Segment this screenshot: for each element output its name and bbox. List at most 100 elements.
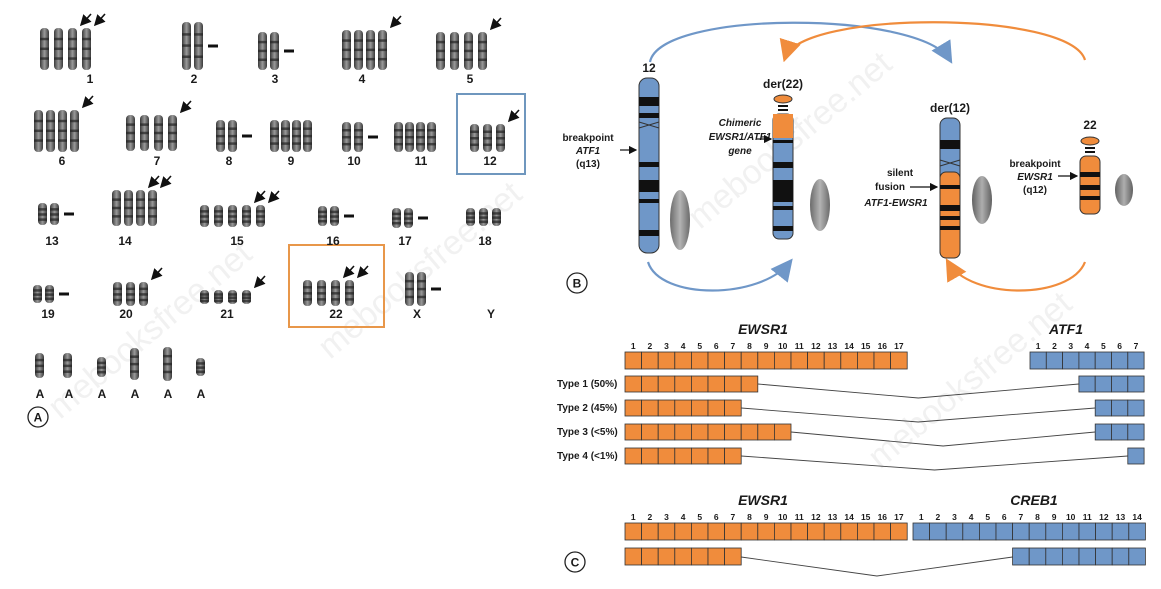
splice-junction <box>741 455 1128 471</box>
chromosome-band <box>200 220 209 223</box>
chromosome-band <box>196 370 205 374</box>
fusion-ewsr1-exon <box>674 375 692 393</box>
ewsr1-exon-number: 15 <box>861 512 871 522</box>
chromosome-band <box>214 293 223 296</box>
chromosome-band <box>50 218 59 221</box>
silent-line1: silent <box>887 168 914 179</box>
chromosome-band <box>63 358 72 362</box>
chromosome-band <box>354 135 363 139</box>
fusion-atf1-exon <box>1094 423 1112 441</box>
chromosome-band <box>228 220 237 223</box>
fusion-ewsr1-exon <box>657 447 676 465</box>
ewsr1-exon <box>657 351 676 370</box>
fusion-ewsr1-exon <box>707 423 726 441</box>
ewsr1-exon <box>823 522 842 541</box>
chromosome-band <box>417 287 426 291</box>
ewsr1-exon-number: 9 <box>764 512 769 522</box>
chromosome-band <box>270 40 279 44</box>
arrow-12-to-der22 <box>646 258 793 292</box>
chromosome-band <box>479 212 488 215</box>
ewsr1-exon-number: 14 <box>844 512 854 522</box>
creb1-exon <box>945 522 964 541</box>
chromosome-band <box>345 298 354 301</box>
chromosome-band <box>270 127 279 130</box>
ewsr1-exon <box>624 522 643 541</box>
chimeric-gene-label: Chimeric EWSR1/ATF1 gene <box>709 118 773 157</box>
chromosome-band <box>35 364 44 368</box>
chromosome-band <box>97 361 106 365</box>
chromosome-band <box>270 134 279 138</box>
chr-label-9: 9 <box>288 154 295 168</box>
chromosome-band <box>130 370 139 373</box>
chromosome-band <box>148 198 157 201</box>
creb1-exon <box>1045 522 1063 541</box>
chromosome-band <box>163 362 172 366</box>
fusion-creb1-exon <box>1062 547 1080 566</box>
chromosome-band <box>139 287 148 291</box>
fusion-ewsr1-exon <box>691 547 709 566</box>
chromosome-band <box>405 142 414 146</box>
bp-atf1-line1: breakpoint <box>562 133 614 144</box>
ewsr1-exon <box>641 351 659 370</box>
abnormality-arrow <box>179 100 192 114</box>
fusion-ewsr1-exon <box>724 423 742 441</box>
chromosome-band <box>416 142 425 146</box>
chromosome-band <box>270 58 279 62</box>
chromosome-band <box>292 134 301 138</box>
fusion-ewsr1-exon <box>624 547 643 566</box>
chromosome-band <box>46 139 55 142</box>
chromosome-band <box>38 213 47 216</box>
chromosome-band <box>478 49 487 53</box>
chromosome-band <box>366 39 375 42</box>
chromosome-band <box>242 215 251 218</box>
chromosome-band <box>168 131 177 135</box>
panel-a-letter: A <box>34 411 43 425</box>
chromosome-band <box>163 370 172 374</box>
exon-schematic-panel: EWSR1 ATF1 EWSR1 CREB1 Type 1 (50%) Type… <box>557 321 1146 577</box>
chromosome-band <box>113 298 122 302</box>
chromosome-band <box>228 293 237 296</box>
chromosome-band <box>405 128 414 132</box>
silent-line3: ATF1-EWSR1 <box>863 198 928 209</box>
ewsr1-exon-number: 17 <box>894 341 904 351</box>
chromosome-band <box>214 215 223 218</box>
chromosome-band <box>200 210 209 213</box>
chromosome-band <box>58 129 67 133</box>
chromosome-band <box>427 135 436 139</box>
chromosome-band <box>200 293 209 296</box>
chromosome-band <box>97 370 106 374</box>
fusion-ewsr1-exon <box>691 375 709 393</box>
missing-chromosome-dash <box>368 135 378 139</box>
creb1-exon <box>1128 522 1146 541</box>
chromosome-band <box>242 293 251 296</box>
chromosome-band <box>330 219 339 223</box>
chromosome-band <box>470 143 479 147</box>
fusion-atf1-exon <box>1111 423 1129 441</box>
panel-c-letter: C <box>571 556 580 570</box>
chromosome-band <box>318 210 327 214</box>
chromosome-band <box>354 128 363 132</box>
atf1-exon <box>1111 351 1129 370</box>
chromosome-band <box>331 286 340 289</box>
chromosome-band <box>416 135 425 139</box>
abnormality-arrow <box>389 15 402 29</box>
chromosome-band <box>270 49 279 53</box>
chromosome-band <box>35 358 44 362</box>
chromosome-band <box>354 142 363 146</box>
creb1-exon-number: 6 <box>1002 512 1007 522</box>
chromosome-band <box>256 210 265 213</box>
fusion-ewsr1-exon <box>740 423 759 441</box>
ewsr1-exon-number: 3 <box>664 341 669 351</box>
atf1-exon-number: 3 <box>1068 341 1073 351</box>
ewsr1-exon <box>624 351 643 370</box>
bp-atf1-line3: (q13) <box>576 159 600 170</box>
chromosome-band <box>394 142 403 146</box>
ewsr1-exon <box>890 351 908 370</box>
breakpoint-ewsr1-label: breakpoint EWSR1 (q12) <box>1009 159 1079 196</box>
chromosome-band <box>200 215 209 218</box>
gene-label-ewsr1-top: EWSR1 <box>738 321 788 337</box>
chromosome-band <box>303 298 312 301</box>
fusion-creb1-exon <box>1028 547 1047 566</box>
chromosome-band <box>50 213 59 216</box>
